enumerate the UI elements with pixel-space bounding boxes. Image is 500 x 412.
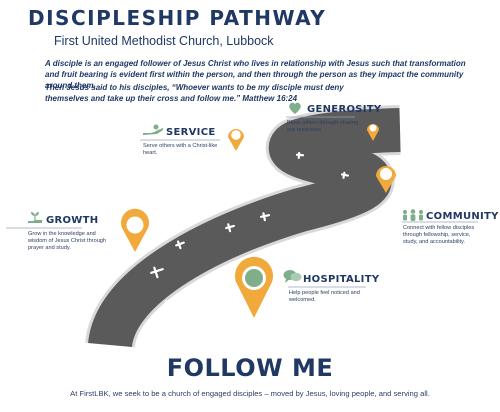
serving-hand-icon [143, 124, 163, 135]
road [88, 108, 401, 349]
service-text: Serve others with a Christ-like heart. [143, 143, 218, 157]
service-pin [228, 129, 244, 151]
scripture-quote: Then Jesus said to his disciples, “Whoev… [45, 83, 344, 103]
page-title: DISCIPLESHIP PATHWAY [28, 6, 327, 30]
follow-me-heading: FOLLOW ME [166, 354, 334, 382]
chat-bubbles-icon [283, 270, 302, 283]
church-name: First United Methodist Church, Lubbock [54, 34, 274, 48]
hospitality-title: HOSPITALITY [303, 274, 380, 285]
service-title: SERVICE [166, 127, 216, 138]
community-title: COMMUNITY [426, 211, 499, 222]
hospitality-text: Help people feel noticed and welcomed. [289, 290, 360, 304]
heart-hand-icon [289, 102, 301, 114]
road-crosses [150, 151, 350, 342]
generosity-title: GENEROSITY [307, 104, 382, 115]
generosity-text: Bless others through sharing our resourc… [287, 120, 359, 134]
generosity-pin [367, 124, 379, 141]
community-text: Connect with fellow disciples through fe… [403, 225, 475, 246]
sprout-hand-icon [28, 212, 42, 223]
footer-statement: At FirstLBK, we seek to be a church of e… [70, 389, 430, 398]
disciple-definition: A disciple is an engaged follower of Jes… [45, 59, 466, 90]
people-group-icon [403, 209, 423, 221]
hospitality-pin [235, 256, 273, 318]
community-pin [376, 166, 396, 193]
growth-pin [121, 208, 149, 252]
growth-text: Grow in the knowledge and wisdom of Jesu… [28, 231, 107, 252]
road-far [298, 125, 401, 146]
growth-title: GROWTH [46, 215, 99, 226]
